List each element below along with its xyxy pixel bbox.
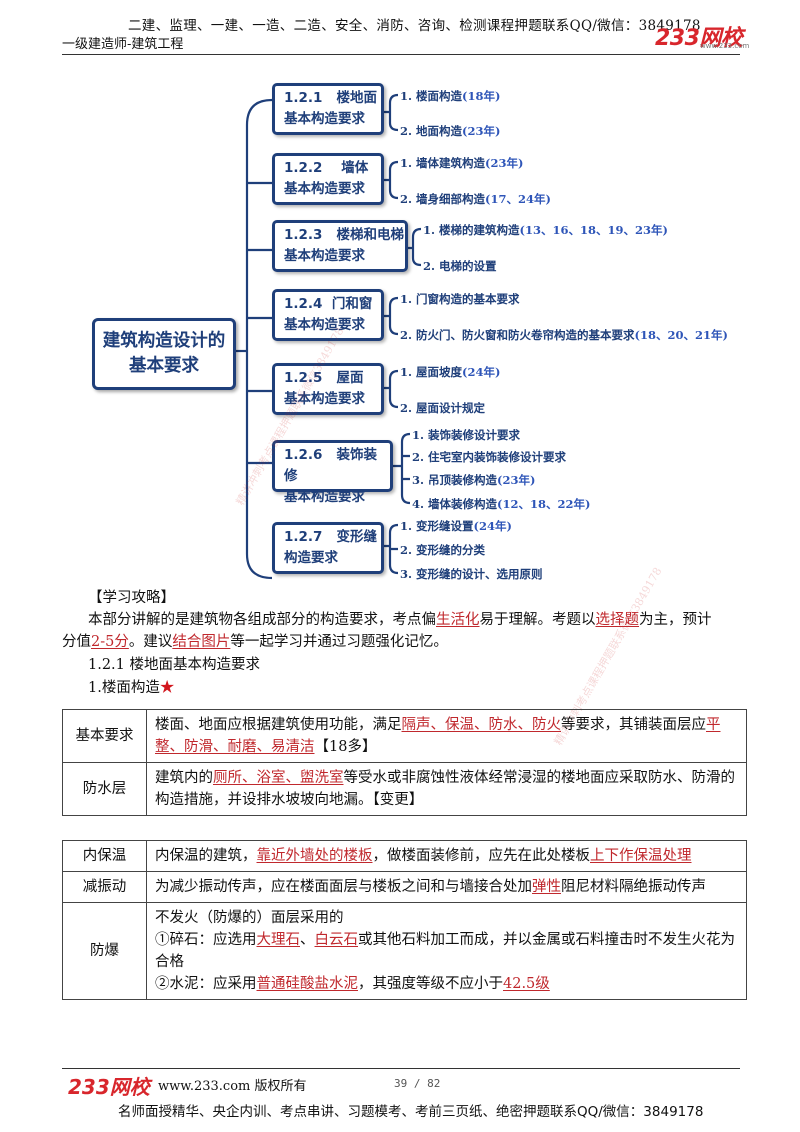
leaf-item: 2. 电梯的设置 — [423, 259, 497, 273]
node-title: 墙体 — [341, 160, 369, 176]
node-title: 变形缝 — [336, 529, 378, 545]
brand-logo: 233网校 — [655, 26, 743, 51]
node-number: 1.2.1 — [284, 90, 323, 106]
study-heading: 【学习攻略】 — [88, 590, 175, 606]
mindmap-node-1-2-6: 1.2.6 装饰装修 基本构造要求 — [272, 440, 393, 505]
row-label: 内保温 — [62, 840, 147, 872]
star-icon: ★ — [159, 680, 175, 696]
row-content: 为减少振动传声，应在楼面面层与楼板之间和与墙接合处加弹性阻尼材料隔绝振动传声 — [146, 871, 747, 903]
leaf-item: 2. 地面构造(23年) — [400, 124, 501, 138]
leaf-item: 2. 住宅室内装饰装修设计要求 — [412, 450, 567, 464]
node-subtitle: 基本构造要求 — [284, 317, 365, 333]
leaf-item: 2. 墙身细部构造(17、24年) — [400, 192, 551, 206]
mindmap-connectors — [233, 93, 422, 580]
mindmap-root: 建筑构造设计的基本要求 — [92, 318, 236, 390]
node-subtitle: 基本构造要求 — [284, 391, 365, 407]
row-label: 防水层 — [62, 762, 147, 816]
node-subtitle: 基本构造要求 — [284, 111, 365, 127]
table-row: 防水层 建筑内的厕所、浴室、盥洗室等受水或非腐蚀性液体经常浸湿的楼地面应采取防水… — [62, 762, 747, 816]
section-heading: 1.2.1 楼地面基本构造要求 — [88, 657, 261, 673]
leaf-item: 1. 墙体建筑构造(23年) — [400, 156, 524, 170]
requirements-table: 基本要求 楼面、地面应根据建筑使用功能，满足隔声、保温、防水、防火等要求，其铺装… — [62, 709, 747, 816]
node-number: 1.2.2 — [284, 160, 323, 176]
header-subject: 一级建造师-建筑工程 — [62, 37, 184, 52]
leaf-item: 3. 吊顶装修构造(23年) — [412, 473, 536, 487]
mindmap-node-1-2-1: 1.2.1 楼地面 基本构造要求 — [272, 83, 384, 135]
node-number: 1.2.4 — [284, 296, 323, 312]
leaf-item: 2. 防火门、防火窗和防火卷帘构造的基本要求(18、20、21年) — [400, 328, 728, 342]
node-subtitle: 基本构造要求 — [284, 248, 365, 264]
row-content: 不发火（防爆的）面层采用的 ①碎石：应选用大理石、白云石或其他石料加工而成，并以… — [146, 902, 747, 1000]
leaf-item: 1. 门窗构造的基本要求 — [400, 292, 520, 306]
leaf-item: 1. 屋面坡度(24年) — [400, 365, 501, 379]
leaf-item: 1. 楼面构造(18年) — [400, 89, 501, 103]
leaf-item: 1. 装饰装修设计要求 — [412, 428, 521, 442]
table-row: 减振动 为减少振动传声，应在楼面面层与楼板之间和与墙接合处加弹性阻尼材料隔绝振动… — [62, 871, 747, 903]
header-divider — [62, 54, 740, 55]
node-title: 楼地面 — [336, 90, 378, 106]
row-content: 建筑内的厕所、浴室、盥洗室等受水或非腐蚀性液体经常浸湿的楼地面应采取防水、防滑的… — [146, 762, 747, 816]
leaf-item: 4. 墙体装修构造(12、18、22年) — [412, 497, 591, 511]
study-paragraph-line2: 分值2-5分。建议结合图片等一起学习并通过习题强化记忆。 — [62, 634, 448, 650]
leaf-item: 1. 楼梯的建筑构造(13、16、18、19、23年) — [423, 223, 668, 237]
table-row: 防爆 不发火（防爆的）面层采用的 ①碎石：应选用大理石、白云石或其他石料加工而成… — [62, 902, 747, 1000]
leaf-item: 3. 变形缝的设计、选用原则 — [400, 567, 543, 581]
row-label: 防爆 — [62, 902, 147, 1000]
study-paragraph-line1: 本部分讲解的是建筑物各组成部分的构造要求，考点偏生活化易于理解。考题以选择题为主… — [88, 612, 712, 628]
subsection-heading: 1.楼面构造★ — [88, 680, 175, 696]
node-subtitle: 基本构造要求 — [284, 489, 365, 505]
row-content: 楼面、地面应根据建筑使用功能，满足隔声、保温、防水、防火等要求，其铺装面层应平整… — [146, 709, 747, 763]
table-row: 基本要求 楼面、地面应根据建筑使用功能，满足隔声、保温、防水、防火等要求，其铺装… — [62, 709, 747, 763]
node-title: 屋面 — [336, 370, 364, 386]
row-label: 减振动 — [62, 871, 147, 903]
footer-divider — [62, 1068, 740, 1069]
node-number: 1.2.7 — [284, 529, 323, 545]
mindmap-node-1-2-5: 1.2.5 屋面 基本构造要求 — [272, 363, 384, 415]
leaf-item: 2. 屋面设计规定 — [400, 401, 486, 415]
page-number: 39 / 82 — [394, 1077, 441, 1090]
node-title: 楼梯和电梯 — [336, 227, 405, 243]
footer-site: www.233.com 版权所有 — [158, 1079, 307, 1094]
footer-contact-line: 名师面授精华、央企内训、考点串讲、习题模考、考前三页纸、绝密押题联系QQ/微信：… — [118, 1104, 704, 1120]
mindmap-node-1-2-4: 1.2.4 门和窗 基本构造要求 — [272, 289, 384, 341]
node-title: 装饰装修 — [284, 447, 378, 484]
row-content: 内保温的建筑，靠近外墙处的楼板，做楼面装修前，应先在此处楼板上下作保温处理 — [146, 840, 747, 872]
header-contact-line: 二建、监理、一建、一造、二造、安全、消防、咨询、检测课程押题联系QQ/微信：38… — [128, 18, 701, 34]
details-table: 内保温 内保温的建筑，靠近外墙处的楼板，做楼面装修前，应先在此处楼板上下作保温处… — [62, 840, 747, 1000]
mindmap-node-1-2-2: 1.2.2 墙体 基本构造要求 — [272, 153, 384, 205]
node-subtitle: 构造要求 — [284, 550, 338, 566]
node-number: 1.2.5 — [284, 370, 323, 386]
brand-logo-url: www.233.com — [700, 42, 750, 50]
leaf-item: 2. 变形缝的分类 — [400, 543, 486, 557]
table-row: 内保温 内保温的建筑，靠近外墙处的楼板，做楼面装修前，应先在此处楼板上下作保温处… — [62, 840, 747, 872]
row-label: 基本要求 — [62, 709, 147, 763]
node-subtitle: 基本构造要求 — [284, 181, 365, 197]
footer-logo: 233网校 — [68, 1075, 150, 1099]
mindmap-node-1-2-3: 1.2.3 楼梯和电梯 基本构造要求 — [272, 220, 408, 272]
node-title: 门和窗 — [331, 296, 373, 312]
node-number: 1.2.3 — [284, 227, 323, 243]
mindmap-node-1-2-7: 1.2.7 变形缝 构造要求 — [272, 522, 384, 574]
node-number: 1.2.6 — [284, 447, 323, 463]
leaf-item: 1. 变形缝设置(24年) — [400, 519, 512, 533]
